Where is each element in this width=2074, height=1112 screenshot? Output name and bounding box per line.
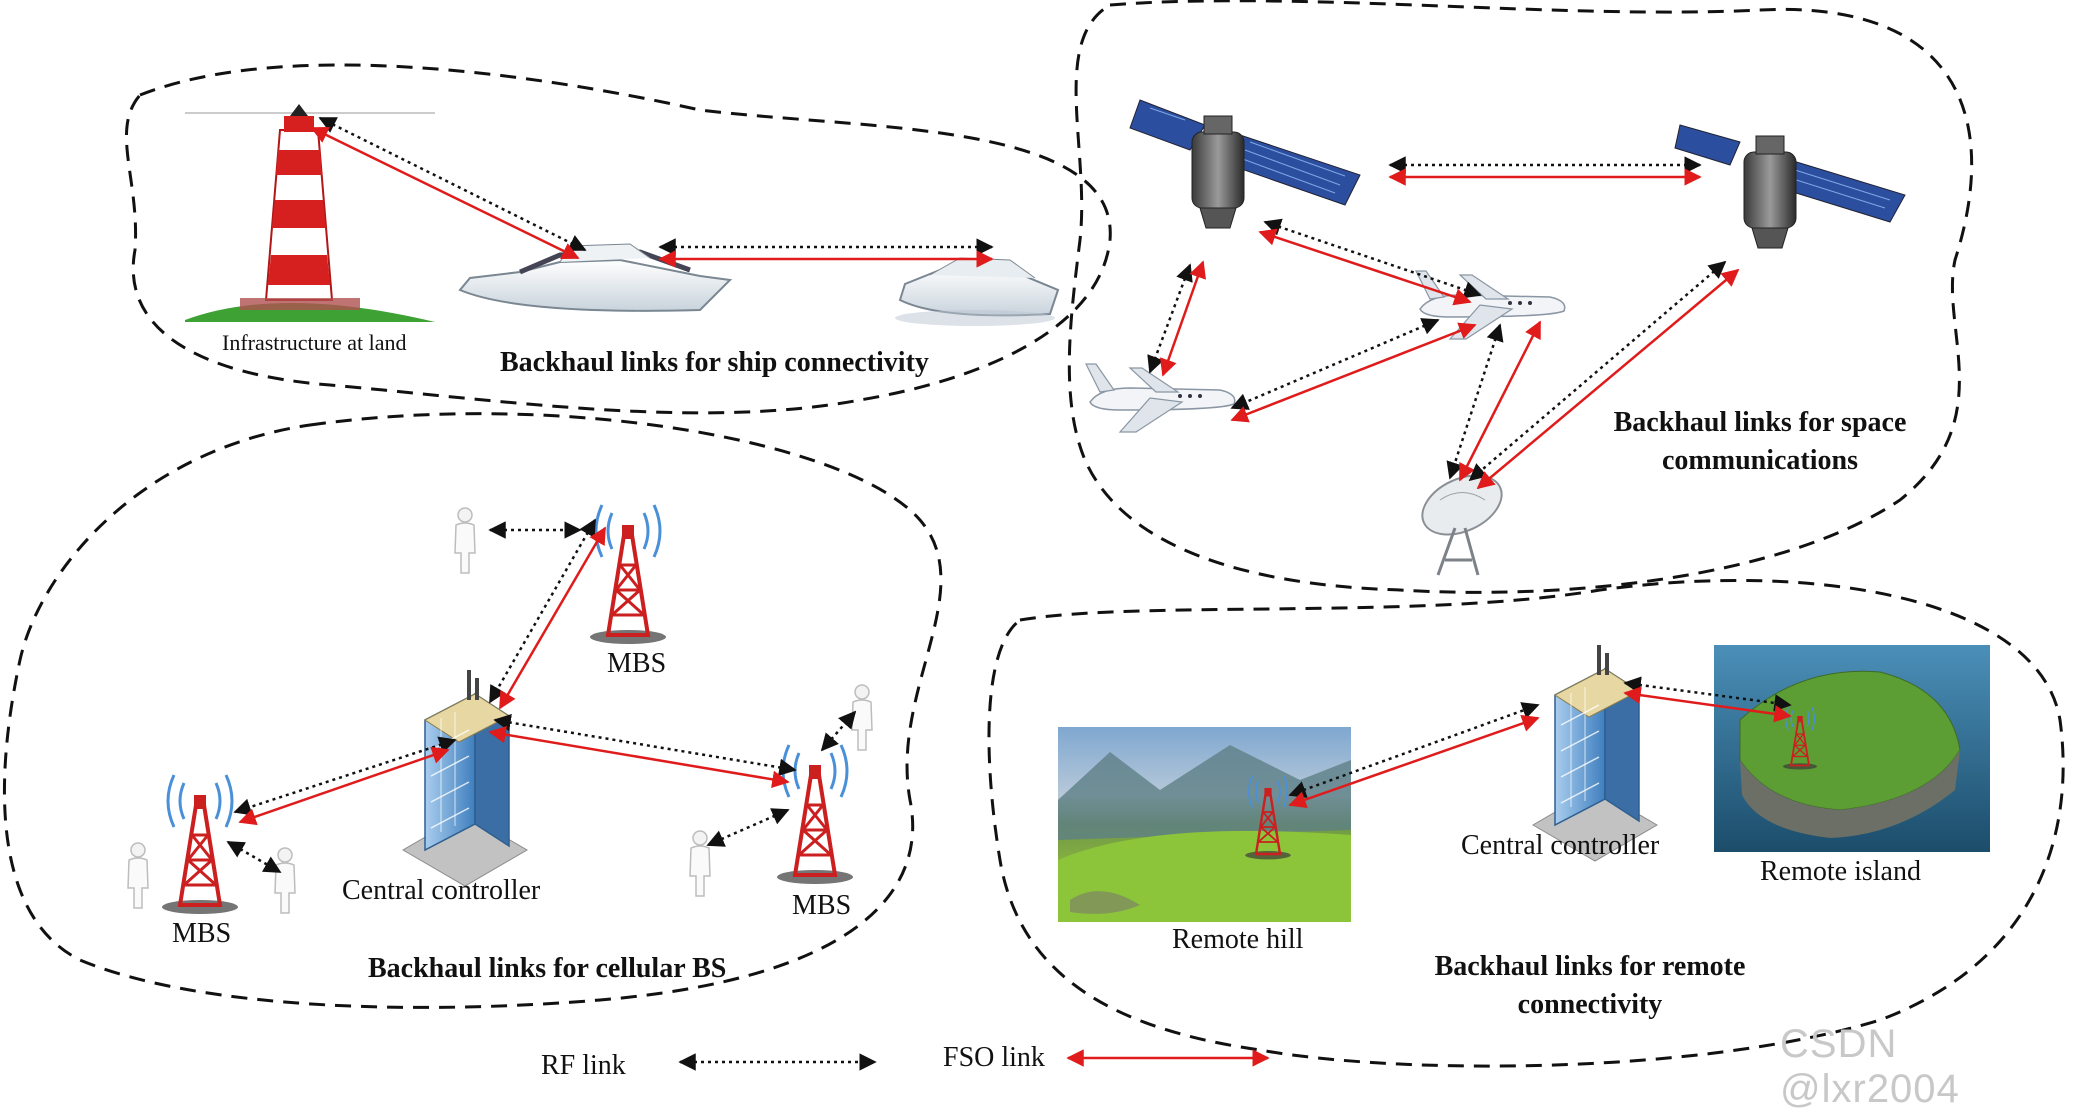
user-1 <box>454 507 476 574</box>
label-mbs-top: MBS <box>607 648 667 679</box>
label-central-controller-cell: Central controller <box>342 875 541 906</box>
legend-fso-label: FSO link <box>943 1042 1045 1073</box>
diagram-svg <box>2 0 2065 1071</box>
region-remote-boundary <box>987 578 2065 1068</box>
link-group-space <box>1147 156 1740 490</box>
yacht-far <box>895 257 1060 326</box>
label-central-controller-remote: Central controller <box>1461 830 1660 861</box>
tower-mbs-top <box>588 503 668 646</box>
tower-mbs-right <box>775 743 855 886</box>
label-remote-island: Remote island <box>1760 856 1921 887</box>
region-space-boundary <box>1067 0 1974 594</box>
satellite-left <box>1129 99 1361 229</box>
legend-rf-label: RF link <box>541 1050 626 1081</box>
remote-hill-photo <box>1058 727 1351 922</box>
yacht-near <box>458 243 733 312</box>
title-ship-connectivity: Backhaul links for ship connectivity <box>500 347 929 378</box>
tower-mbs-left <box>160 773 240 916</box>
label-mbs-right: MBS <box>792 890 852 921</box>
watermark: CSDN @lxr2004 <box>1780 1022 1960 1111</box>
satellite-right <box>1674 124 1906 249</box>
user-5 <box>851 684 873 751</box>
title-remote-line-2: connectivity <box>1517 989 1663 1020</box>
region-ship-boundary <box>124 63 1112 415</box>
label-remote-hill: Remote hill <box>1172 924 1304 955</box>
central-controller-building-remote <box>1532 644 1658 862</box>
title-remote-connectivity: Backhaul links for remote connectivity <box>1410 948 1770 1024</box>
label-mbs-left: MBS <box>172 918 232 949</box>
link-group-remote <box>1288 676 1792 809</box>
link-group-cellular <box>226 518 857 874</box>
title-space-line-1: Backhaul links for space <box>1613 407 1907 438</box>
lighthouse <box>185 104 435 322</box>
title-space-communications: Backhaul links for space communications <box>1590 404 1930 480</box>
remote-island-photo <box>1714 645 1990 852</box>
title-cellular-bs: Backhaul links for cellular BS <box>368 953 727 984</box>
region-cellular-boundary <box>2 412 943 1009</box>
ground-antenna <box>1421 474 1503 576</box>
airplane-left <box>1085 363 1236 433</box>
link-group-ship <box>310 116 994 268</box>
title-remote-line-1: Backhaul links for remote <box>1434 951 1746 982</box>
user-2 <box>127 842 149 909</box>
user-4 <box>689 830 711 897</box>
central-controller-building-cell <box>402 669 528 887</box>
label-infrastructure: Infrastructure at land <box>222 330 407 355</box>
title-space-line-2: communications <box>1662 445 1858 476</box>
user-3 <box>274 847 296 914</box>
